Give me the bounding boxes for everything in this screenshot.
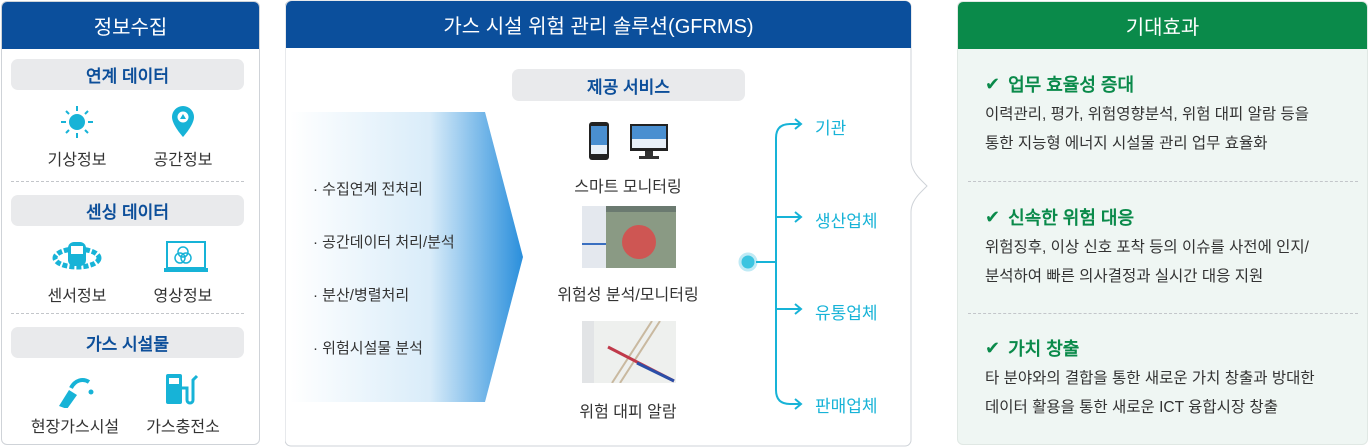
monitor-icon — [630, 124, 668, 159]
effect-title-text: 업무 효율성 증대 — [1008, 75, 1135, 95]
bullet-text: 위험시설물 분석 — [322, 340, 423, 357]
target-retailer: 판매업체 — [815, 397, 878, 416]
section-linked-data: 연계 데이터 — [11, 59, 244, 90]
expected-effects-header: 기대효과 — [958, 2, 1367, 49]
effect-title: ✔ 가치 창출 — [985, 335, 1079, 361]
effect-line: 위험징후, 이상 신호 포착 등의 이슈를 사전에 인지/ — [985, 239, 1309, 256]
sensor-icon — [52, 242, 102, 270]
effect-title: ✔ 신속한 위험 대응 — [985, 204, 1134, 230]
label-field-gas: 현장가스시설 — [30, 419, 120, 436]
map-pin-icon — [172, 106, 194, 137]
gas-nozzle-icon — [59, 378, 94, 408]
effect-line: 분석하여 빠른 의사결정과 실시간 대응 지원 — [985, 268, 1264, 285]
expected-effects-panel: 기대효과 — [957, 1, 1368, 445]
sun-icon — [61, 106, 93, 138]
service-smart-monitoring: 스마트 모니터링 — [574, 179, 682, 196]
divider — [11, 181, 244, 182]
service-evacuation-alarm: 위험 대피 알람 — [579, 404, 677, 421]
divider — [968, 313, 1358, 314]
effect-line: 통한 지능형 에너지 시설물 관리 업무 효율화 — [985, 135, 1268, 152]
divider — [11, 313, 244, 314]
section-sensing-data: 센싱 데이터 — [11, 195, 244, 226]
smartphone-icon — [589, 122, 609, 160]
info-collection-header: 정보수집 — [2, 2, 259, 49]
label-weather: 기상정보 — [47, 152, 107, 169]
check-icon: ✔ — [985, 73, 1001, 94]
label-video: 영상정보 — [153, 288, 213, 305]
target-distributor: 유통업체 — [815, 304, 878, 323]
effect-line: 데이터 활용을 통한 새로운 ICT 융합시장 창출 — [985, 399, 1278, 416]
section-gas-facility: 가스 시설물 — [11, 327, 244, 358]
evacuation-map-screenshot — [582, 321, 676, 383]
effect-title-text: 가치 창출 — [1008, 339, 1080, 359]
process-chevron-arrow — [290, 112, 523, 402]
target-producer: 생산업체 — [815, 212, 878, 231]
bullet-text: 수집연계 전처리 — [322, 181, 423, 198]
video-monitor-icon — [164, 241, 208, 272]
bullet-text: 공간데이터 처리/분석 — [322, 234, 455, 251]
risk-map-screenshot — [582, 206, 676, 268]
services-label: 제공 서비스 — [512, 69, 745, 101]
solution-header: 가스 시설 위험 관리 솔루션(GFRMS) — [286, 1, 911, 48]
label-gas-station: 가스충전소 — [146, 419, 220, 436]
check-icon: ✔ — [985, 337, 1001, 358]
info-collection-panel: 정보수집 — [1, 1, 260, 445]
label-sensor: 센서정보 — [47, 288, 107, 305]
gas-station-icon — [166, 374, 199, 405]
bullet-text: 분산/병렬처리 — [322, 287, 410, 304]
effect-title-text: 신속한 위험 대응 — [1008, 208, 1135, 228]
check-icon: ✔ — [985, 206, 1001, 227]
distribution-connector — [738, 118, 803, 410]
bullet-item: · 공간데이터 처리/분석 — [313, 234, 455, 251]
effect-text: 위험징후, 이상 신호 포착 등의 이슈를 사전에 인지/분석하여 빠른 의사결… — [985, 233, 1355, 291]
bullet-item: · 위험시설물 분석 — [313, 340, 423, 357]
target-agency: 기관 — [815, 119, 847, 138]
effect-title: ✔ 업무 효율성 증대 — [985, 71, 1134, 97]
bullet-item: · 수집연계 전처리 — [313, 181, 423, 198]
divider — [968, 181, 1358, 182]
label-spatial: 공간정보 — [153, 152, 213, 169]
effect-line: 이력관리, 평가, 위험영향분석, 위험 대피 알람 등을 — [985, 106, 1309, 123]
bullet-item: · 분산/병렬처리 — [313, 287, 410, 304]
service-risk-analysis: 위험성 분석/모니터링 — [557, 287, 699, 304]
effect-line: 타 분야와의 결합을 통한 새로운 가치 창출과 방대한 — [985, 370, 1315, 387]
